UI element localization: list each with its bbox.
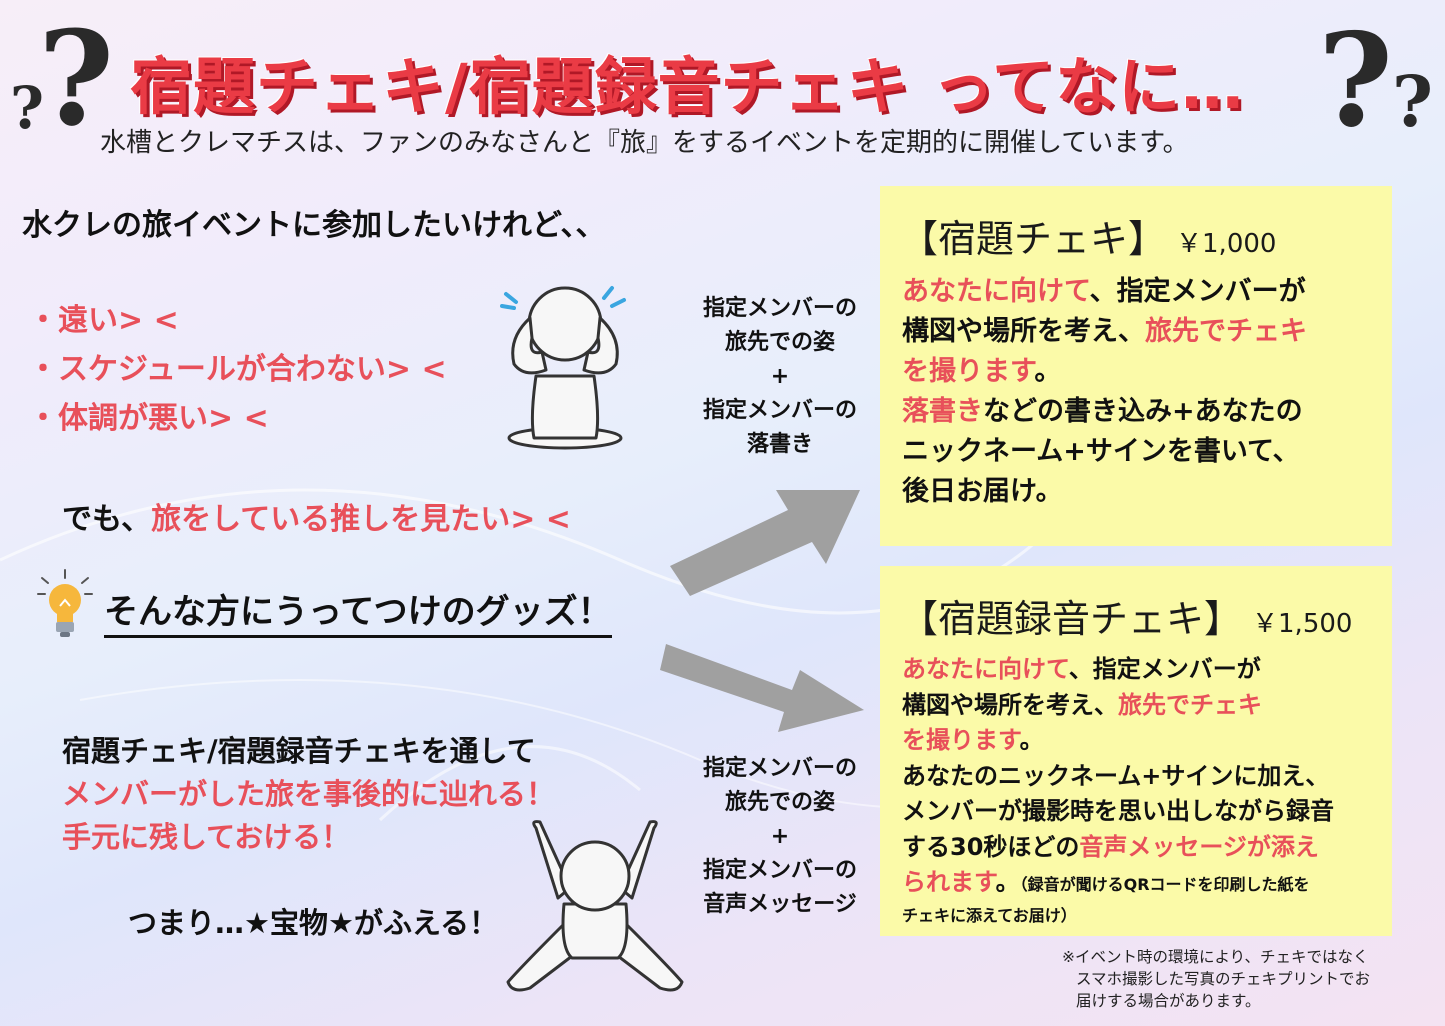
card-title: 【宿題録音チェキ】 ￥1,500 (900, 588, 1352, 643)
footnote-line: スマホ撮影した写真のチェキプリントでお (1076, 970, 1371, 988)
desc-red: を撮ります (902, 356, 1035, 387)
card-price: ￥1,000 (1176, 229, 1277, 259)
arrow-up-right-icon (670, 490, 860, 596)
desc-text: 。 (995, 868, 1020, 896)
desc-small: チェキに添えてお届け） (902, 905, 1077, 925)
desc-red: 音声メッセージが添え (1079, 832, 1319, 861)
worry-item: スケジュールが合わない> < (28, 345, 447, 394)
card-title: 【宿題チェキ】 ￥1,000 (900, 208, 1276, 263)
label-line: 指定メンバーの (702, 756, 857, 781)
card-price: ￥1,500 (1252, 609, 1353, 639)
desc-text: などの書き込み+あなたの (983, 396, 1303, 427)
label-line: 指定メンバーの (702, 858, 857, 883)
label-line: 旅先での姿 (724, 330, 835, 355)
footnote: ※イベント時の環境により、チェキではなく スマホ撮影した写真のチェキプリントでお… (1062, 946, 1370, 1012)
desc-text: 後日お届け。 (902, 476, 1063, 507)
desc-red: を撮ります (902, 726, 1020, 754)
demo-text: でも、旅をしている推しを見たい> < (62, 494, 571, 538)
desc-text: 、指定メンバーが (1068, 655, 1261, 683)
intro-text: 水クレの旅イベントに参加したいけれど、、 (22, 208, 606, 243)
happy-figure-icon (506, 820, 684, 992)
card-title-text: 【宿題録音チェキ】 (900, 597, 1243, 641)
label-line: + (770, 824, 790, 849)
worry-item: 体調が悪い> < (28, 394, 447, 443)
question-mark-icon: ? (1318, 6, 1393, 156)
question-mark-icon: ? (1392, 60, 1434, 143)
page-subtitle: 水槽とクレマチスは、ファンのみなさんと『旅』をするイベントを定期的に開催していま… (100, 128, 1189, 158)
desc-text: 。 (1034, 356, 1062, 387)
desc-red: あなたに向けて (902, 276, 1090, 307)
card-description: あなたに向けて、指定メンバーが 構図や場所を考え、旅先でチェキ を撮ります。 あ… (902, 652, 1334, 929)
card2-summary-label: 指定メンバーの 旅先での姿 + 指定メンバーの 音声メッセージ (680, 752, 880, 922)
desc-text: 構図や場所を考え、 (902, 316, 1145, 347)
benefit-line: 宿題チェキ/宿題録音チェキを通して (62, 734, 536, 768)
homework-cheki-card: 【宿題チェキ】 ￥1,000 あなたに向けて、指定メンバーが 構図や場所を考え、旅… (880, 186, 1392, 546)
question-mark-icon: ? (10, 74, 44, 142)
treasure-text: つまり…★宝物★がふえる！ (128, 906, 499, 940)
page-title: 宿題チェキ/宿題録音チェキ ってなに… (130, 50, 1245, 123)
worry-list: 遠い> < スケジュールが合わない> < 体調が悪い> < (28, 296, 447, 443)
desc-red: 旅先でチェキ (1145, 316, 1307, 347)
question-mark-icon: ? (38, 2, 115, 155)
label-line: 落書き (746, 432, 813, 457)
worried-figure-icon (500, 286, 626, 450)
label-line: 指定メンバーの (702, 296, 857, 321)
desc-small: （録音が聞けるQRコードを印刷した紙を (1019, 875, 1310, 894)
desc-text: 、指定メンバーが (1089, 276, 1306, 307)
desc-text: する30秒ほどの (902, 832, 1080, 861)
arrow-down-right-icon (660, 644, 864, 732)
desc-red: 落書き (902, 396, 983, 427)
demo-prefix: でも、 (62, 502, 152, 537)
desc-text: 構図や場所を考え、 (902, 690, 1118, 719)
desc-text: メンバーが撮影時を思い出しながら録音 (902, 797, 1334, 825)
benefit-line: 手元に残しておける！ (62, 820, 351, 854)
homework-voice-cheki-card: 【宿題録音チェキ】 ￥1,500 あなたに向けて、指定メンバーが 構図や場所を考え… (880, 566, 1392, 936)
label-line: 指定メンバーの (702, 398, 857, 423)
footnote-line: 届けする場合があります。 (1076, 992, 1261, 1010)
benefit-line: メンバーがした旅を事後的に辿れる！ (62, 777, 556, 811)
desc-red: 旅先でチェキ (1118, 690, 1262, 719)
card-description: あなたに向けて、指定メンバーが 構図や場所を考え、旅先でチェキ を撮ります。 落… (902, 272, 1307, 512)
desc-text: 。 (1019, 726, 1044, 754)
desc-text: あなたのニックネーム+サインに加え、 (902, 761, 1330, 790)
footnote-line: ※イベント時の環境により、チェキではなく (1062, 948, 1369, 966)
label-line: 音声メッセージ (703, 892, 857, 917)
desc-red: られます (902, 868, 996, 896)
label-line: + (770, 364, 790, 389)
card1-summary-label: 指定メンバーの 旅先での姿 + 指定メンバーの 落書き (680, 292, 880, 462)
worry-item: 遠い> < (28, 296, 447, 345)
lightbulb-icon (37, 569, 93, 637)
desc-red: あなたに向けて (902, 655, 1069, 683)
label-line: 旅先での姿 (724, 790, 835, 815)
goods-heading: そんな方にうってつけのグッズ！ (104, 584, 612, 638)
card-title-text: 【宿題チェキ】 (900, 217, 1167, 261)
demo-highlight: 旅をしている推しを見たい> < (151, 502, 571, 537)
desc-text: ニックネーム+サインを書いて、 (902, 436, 1300, 467)
benefit-text: 宿題チェキ/宿題録音チェキを通して メンバーがした旅を事後的に辿れる！ 手元に残… (62, 730, 555, 859)
